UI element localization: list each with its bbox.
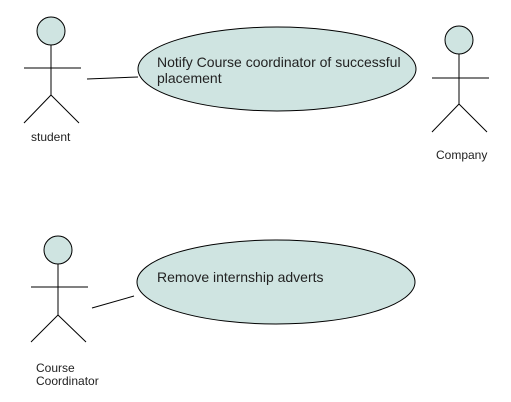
actor-student [23,16,81,124]
actor-course-coordinator [30,235,88,343]
actor-company-head [444,25,474,55]
actor-student-label: student [31,130,71,144]
actor-student-right-leg [50,94,80,124]
usecase-notify-ellipse [137,26,417,112]
actor-student-left-leg [23,94,52,124]
actor-company-right-leg [458,103,488,133]
actor-course-coordinator-left-leg [30,314,59,343]
actor-course-coordinator-head [43,235,73,265]
actor-course-coordinator-label: Course Coordinator [36,362,99,388]
association-coordinator-remove-adverts [91,295,135,309]
actor-company-left-leg [431,103,460,133]
usecase-remove-adverts-label: Remove internship adverts [157,269,324,285]
actor-course-coordinator-label-line-2: Coordinator [36,374,99,388]
actor-company [431,25,489,133]
usecase-remove-adverts-ellipse [136,239,416,325]
usecase-notify-label: Notify Course coordinator of successful … [157,54,401,86]
actor-company-label: Company [436,148,488,162]
actor-course-coordinator-right-leg [57,314,87,343]
actor-student-head [36,16,66,46]
association-student-notify [86,76,139,80]
actor-course-coordinator-label-line-1: Course [36,361,75,375]
